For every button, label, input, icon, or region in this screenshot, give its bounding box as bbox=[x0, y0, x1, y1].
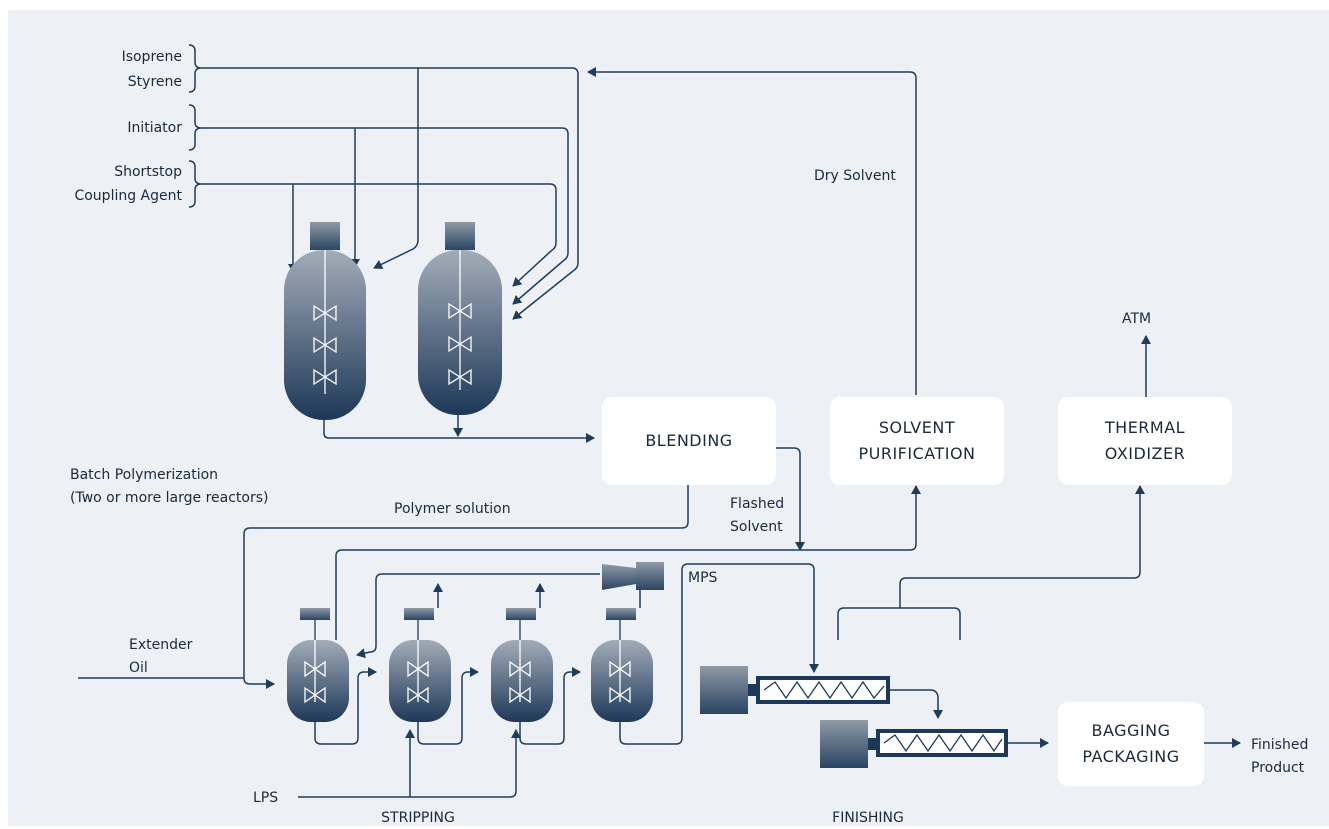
reactor-2 bbox=[418, 222, 502, 415]
line-mps-header bbox=[356, 573, 600, 659]
label-lps: LPS bbox=[253, 790, 279, 806]
stripper-4 bbox=[591, 608, 653, 722]
extruder-1 bbox=[700, 666, 890, 714]
label-mps: MPS bbox=[688, 570, 718, 586]
label-stripping: STRIPPING bbox=[381, 810, 455, 826]
thermal-oxidizer-label-2: OXIDIZER bbox=[1104, 444, 1186, 463]
bagging-label-1: BAGGING bbox=[1091, 721, 1171, 740]
label-finished: Finished bbox=[1251, 737, 1309, 753]
thermal-oxidizer-unit: THERMAL OXIDIZER bbox=[1058, 397, 1232, 485]
label-finishing: FINISHING bbox=[832, 810, 904, 826]
label-product: Product bbox=[1251, 760, 1305, 776]
line-vapor-to-purification bbox=[335, 485, 921, 640]
label-shortstop: Shortstop bbox=[114, 164, 182, 180]
solvent-purification-label-2: PURIFICATION bbox=[858, 444, 976, 463]
label-dry-solvent: Dry Solvent bbox=[814, 168, 896, 184]
stripper-3 bbox=[491, 608, 553, 722]
flow-lines bbox=[78, 44, 1241, 798]
blending-label: BLENDING bbox=[645, 431, 733, 450]
reactor-1 bbox=[284, 222, 366, 420]
feed-line-initiator bbox=[201, 127, 569, 305]
line-reactors-to-blending bbox=[323, 420, 595, 443]
label-batch-reactors-note: (Two or more large reactors) bbox=[70, 490, 269, 506]
line-extruder-1-to-2 bbox=[890, 689, 943, 719]
label-isoprene: Isoprene bbox=[121, 49, 182, 65]
vent-hood bbox=[837, 607, 961, 640]
label-coupling-agent: Coupling Agent bbox=[74, 188, 182, 204]
feed-line-isoprene bbox=[201, 67, 579, 320]
line-polymer-solution bbox=[243, 484, 689, 689]
label-oil: Oil bbox=[129, 660, 148, 676]
label-flashed-1: Flashed bbox=[730, 496, 785, 512]
line-stripper-3-to-4 bbox=[519, 667, 581, 745]
bracket-shortstop bbox=[188, 160, 202, 208]
label-initiator: Initiator bbox=[127, 120, 182, 136]
label-flashed-2: Solvent bbox=[730, 519, 783, 535]
line-slurry-to-extruder bbox=[619, 563, 819, 745]
feed-branch-isoprene bbox=[373, 68, 419, 269]
line-lps bbox=[298, 729, 521, 798]
bracket-isoprene-styrene bbox=[188, 44, 202, 93]
stripper-2 bbox=[389, 608, 451, 722]
label-batch-polymerization: Batch Polymerization bbox=[70, 467, 219, 483]
blending-unit: BLENDING bbox=[602, 397, 776, 485]
label-atm: ATM bbox=[1122, 311, 1152, 327]
label-extender: Extender bbox=[129, 637, 193, 653]
solvent-purification-label-1: SOLVENT bbox=[878, 418, 956, 437]
steam-ejector bbox=[602, 562, 664, 590]
process-flow-diagram: BLENDING SOLVENT PURIFICATION THERMAL OX… bbox=[8, 10, 1329, 826]
thermal-oxidizer-label-1: THERMAL bbox=[1104, 418, 1186, 437]
bracket-initiator bbox=[188, 104, 202, 151]
solvent-purification-unit: SOLVENT PURIFICATION bbox=[830, 397, 1004, 485]
label-polymer-solution: Polymer solution bbox=[394, 501, 511, 517]
line-dry-solvent bbox=[587, 67, 917, 395]
label-styrene: Styrene bbox=[127, 74, 182, 90]
line-flashed-solvent bbox=[774, 447, 805, 551]
stripper-1 bbox=[287, 608, 349, 722]
bagging-packaging-unit: BAGGING PACKAGING bbox=[1058, 702, 1204, 786]
extruder-2 bbox=[820, 720, 1008, 768]
line-vent-to-oxidizer bbox=[899, 485, 1145, 608]
line-stripper-2-to-3 bbox=[417, 667, 479, 745]
bagging-label-2: PACKAGING bbox=[1082, 747, 1180, 766]
line-stripper-1-to-2 bbox=[314, 667, 377, 745]
feed-line-shortstop bbox=[201, 183, 557, 287]
